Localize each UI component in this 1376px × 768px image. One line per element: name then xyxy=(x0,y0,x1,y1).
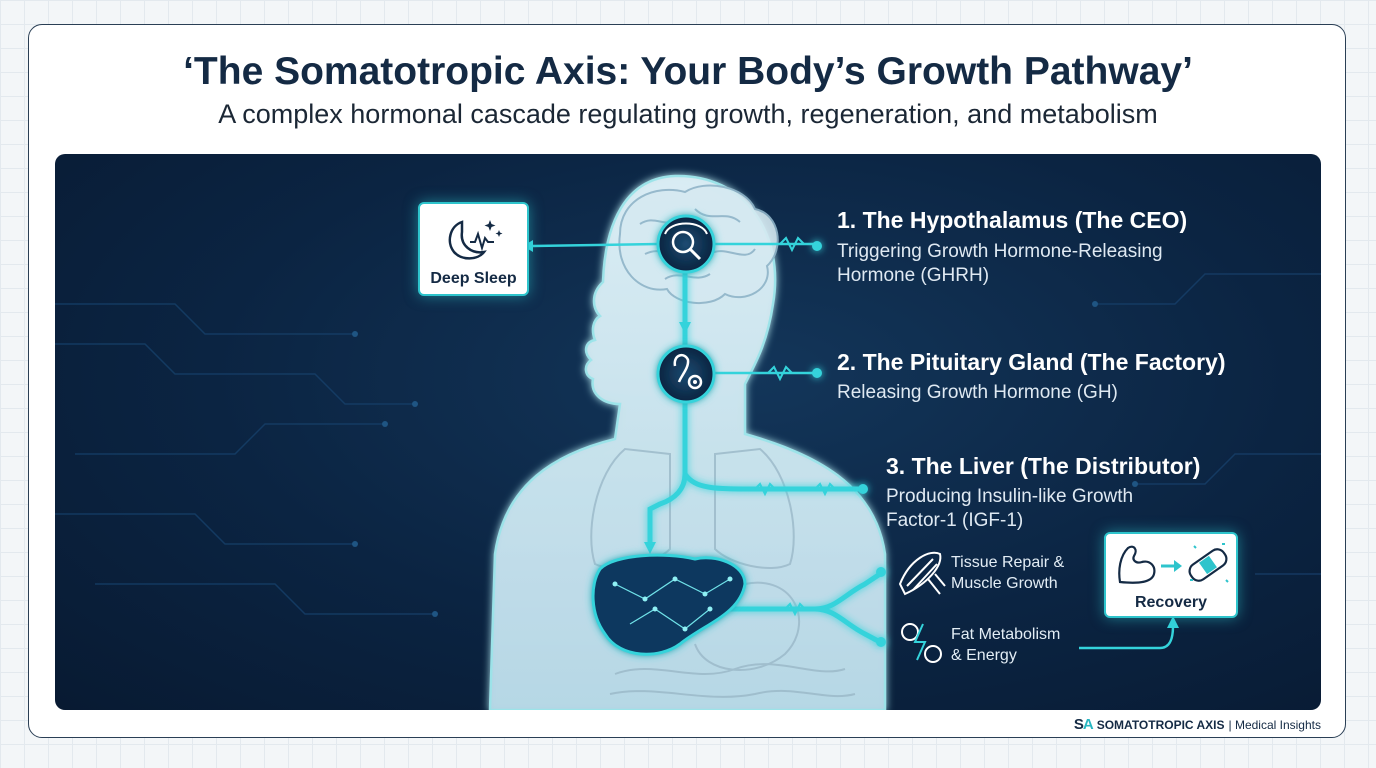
step-1-title: 1. The Hypothalamus (The CEO) xyxy=(837,207,1188,233)
step-3-desc-line2: Factor-1 (IGF-1) xyxy=(886,510,1024,531)
flexed-arm-icon xyxy=(1118,545,1156,584)
footer-logo: SA xyxy=(1073,716,1094,733)
step-1-desc-line2: Hormone (GHRH) xyxy=(837,265,990,286)
step-3-desc: Producing Insulin-like Growth Factor-1 (… xyxy=(886,485,1133,533)
deep-sleep-label: Deep Sleep xyxy=(430,270,517,287)
step-2-title: 2. The Pituitary Gland (The Factory) xyxy=(837,349,1226,375)
page-subtitle: A complex hormonal cascade regulating gr… xyxy=(218,99,1158,129)
effect-fat-line2: & Energy xyxy=(951,647,1017,664)
footer-logo-s: S xyxy=(1073,716,1084,733)
diagram-panel: 1. The Hypothalamus (The CEO) Triggering… xyxy=(55,154,1321,710)
deep-sleep-card: Deep Sleep xyxy=(418,202,529,296)
footer-suffix: | Medical Insights xyxy=(1228,717,1322,732)
effect-tissue-line1: Tissue Repair & xyxy=(951,554,1065,571)
step-2-desc: Releasing Growth Hormone (GH) xyxy=(837,382,1118,403)
effect-tissue-repair: Tissue Repair & Muscle Growth xyxy=(951,552,1064,594)
digestive-organs xyxy=(609,581,856,698)
circuit-traces xyxy=(55,273,1321,615)
hypothalamus-node xyxy=(656,214,716,274)
effect-fat-line1: Fat Metabolism xyxy=(951,626,1061,643)
effect-fat-metabolism: Fat Metabolism & Energy xyxy=(951,624,1060,666)
body-illustration xyxy=(55,174,1321,710)
recovery-label: Recovery xyxy=(1134,594,1208,611)
page-title: ‘The Somatotropic Axis: Your Body’s Grow… xyxy=(183,50,1193,93)
footer: SA SOMATOTROPIC AXIS | Medical Insights xyxy=(1074,716,1321,733)
step-1-desc-line1: Triggering Growth Hormone-Releasing xyxy=(837,241,1163,262)
footer-logo-a: A xyxy=(1082,716,1094,733)
liver-organ xyxy=(591,553,747,656)
muscle-fiber-icon xyxy=(898,551,946,596)
recovery-card: Recovery xyxy=(1104,532,1238,618)
pituitary-node xyxy=(656,344,716,404)
effect-tissue-line2: Muscle Growth xyxy=(951,575,1058,592)
moon-sleep-icon xyxy=(448,220,503,260)
step-1-desc: Triggering Growth Hormone-Releasing Horm… xyxy=(837,240,1163,288)
energy-icon xyxy=(901,623,942,663)
step-3-desc-line1: Producing Insulin-like Growth xyxy=(886,486,1134,507)
step-3-title: 3. The Liver (The Distributor) xyxy=(886,453,1201,479)
bandage-icon xyxy=(1188,543,1229,583)
recovery-icons xyxy=(1118,543,1229,584)
footer-brand: SOMATOTROPIC AXIS xyxy=(1096,717,1225,732)
hormone-pathway xyxy=(647,264,882,645)
